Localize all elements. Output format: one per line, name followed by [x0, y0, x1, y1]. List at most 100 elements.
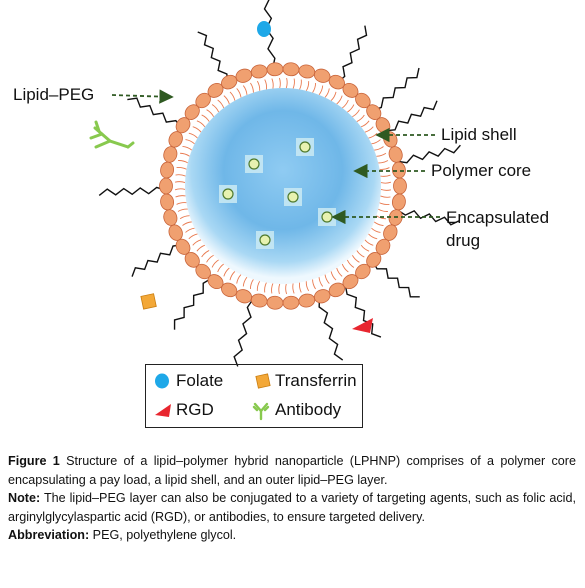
lipid-tail — [380, 189, 392, 191]
lipid-peg-arrow — [111, 89, 174, 104]
lipid-tail — [371, 227, 381, 233]
lipid-tail — [330, 91, 337, 101]
legend-transferrin: Transferrin — [275, 371, 357, 390]
peg-chain — [197, 31, 229, 82]
lipid-tail — [250, 82, 254, 93]
peg-chain — [233, 299, 254, 367]
lipid-tail — [318, 85, 324, 96]
lipid-head — [160, 161, 175, 179]
legend-rgd: RGD — [176, 400, 214, 419]
lipid-tail — [206, 109, 215, 117]
lipid-tail — [364, 126, 374, 133]
lipid-tail — [312, 83, 317, 93]
transferrin-icon — [255, 373, 271, 389]
peg-chains — [98, 0, 461, 367]
lipid-tail — [271, 283, 274, 294]
lipid-tail — [347, 104, 355, 113]
lipid-tail — [285, 283, 288, 295]
antibody-icon — [252, 402, 270, 421]
drug-particle — [222, 188, 234, 200]
lipid-tail — [196, 120, 206, 128]
lipid-tail — [177, 208, 188, 212]
label-lipid-peg: Lipid–PEG — [13, 85, 95, 104]
lipid-head — [282, 62, 300, 77]
lipid-tail — [373, 221, 384, 226]
rgd-icon — [352, 318, 373, 333]
caption-note: Note: The lipid–PEG layer can also be co… — [8, 489, 576, 526]
lipid-head — [159, 177, 173, 195]
peg-chain — [398, 209, 460, 226]
lipid-tail — [185, 227, 195, 233]
lipid-tail — [305, 81, 310, 92]
peg-chain — [344, 285, 382, 338]
lipid-tail — [360, 244, 370, 252]
drug-particle — [321, 211, 333, 223]
lipid-head — [298, 64, 316, 79]
lipid-tail — [305, 281, 310, 292]
lipid-tail — [206, 254, 214, 263]
lipid-tail — [182, 146, 193, 151]
lipid-head — [393, 177, 407, 195]
caption-figure-text: Structure of a lipid–polymer hybrid nano… — [8, 454, 576, 487]
lipid-tails — [174, 77, 392, 295]
lipid-tail — [201, 250, 210, 258]
lipid-tail — [217, 99, 225, 109]
lipid-tail — [180, 152, 190, 157]
lipid-tail — [264, 79, 268, 90]
lipid-head — [391, 161, 406, 179]
lipid-tail — [188, 233, 198, 240]
peg-chain — [318, 298, 344, 361]
lipid-tail — [379, 202, 390, 206]
lipid-tail — [278, 283, 281, 295]
encapsulated-drugs — [219, 138, 336, 249]
label-lipid-shell: Lipid shell — [441, 125, 517, 144]
peg-chain — [173, 278, 211, 330]
lipid-tail — [324, 88, 330, 98]
lipid-tail — [236, 274, 242, 284]
lipid-tail — [182, 221, 192, 226]
lipid-head — [160, 193, 175, 211]
lipid-tail — [380, 195, 391, 198]
lipid-tail — [292, 78, 295, 89]
peg-chain — [387, 100, 438, 132]
lipid-tail — [378, 208, 388, 212]
peg-chain — [337, 25, 368, 83]
lipid-tail — [336, 267, 343, 277]
lipid-tail — [175, 195, 186, 198]
lipid-tail — [346, 259, 355, 268]
lipid-head — [388, 146, 403, 163]
lipid-tail — [368, 132, 378, 139]
caption-abbrev-label: Abbreviation: — [8, 528, 90, 542]
lipid-head — [163, 146, 178, 163]
lipid-tail — [175, 174, 186, 177]
annotation-arrows — [111, 89, 440, 225]
lipid-head — [266, 295, 284, 310]
lipid-tail — [201, 114, 210, 122]
lipid-tail — [223, 95, 230, 105]
caption-figure-label: Figure 1 — [8, 454, 60, 468]
lipid-tail — [380, 174, 391, 177]
peg-chain — [131, 244, 181, 277]
lipid-tail — [256, 280, 261, 291]
label-encapsulated-drug-1: Encapsulated — [446, 208, 550, 227]
lipid-tail — [318, 277, 324, 287]
drug-particle — [299, 141, 311, 153]
drug-particle — [259, 234, 271, 246]
lipid-tail — [264, 282, 267, 293]
lipid-head — [250, 64, 268, 79]
lipid-tail — [380, 181, 392, 184]
legend-antibody: Antibody — [275, 400, 342, 419]
lipid-tail — [376, 215, 386, 220]
lipid-tail — [176, 166, 187, 170]
lipid-tail — [374, 146, 384, 151]
polymer-core — [185, 88, 381, 284]
lipid-tail — [356, 114, 365, 122]
lipid-tail — [211, 104, 220, 113]
lipid-heads — [159, 62, 407, 310]
lipid-tail — [242, 276, 248, 287]
lipid-tail — [196, 244, 206, 252]
lipid-tail — [312, 279, 316, 290]
caption-note-label: Note: — [8, 491, 41, 505]
lipid-tail — [211, 259, 219, 268]
lipid-head — [250, 293, 268, 308]
